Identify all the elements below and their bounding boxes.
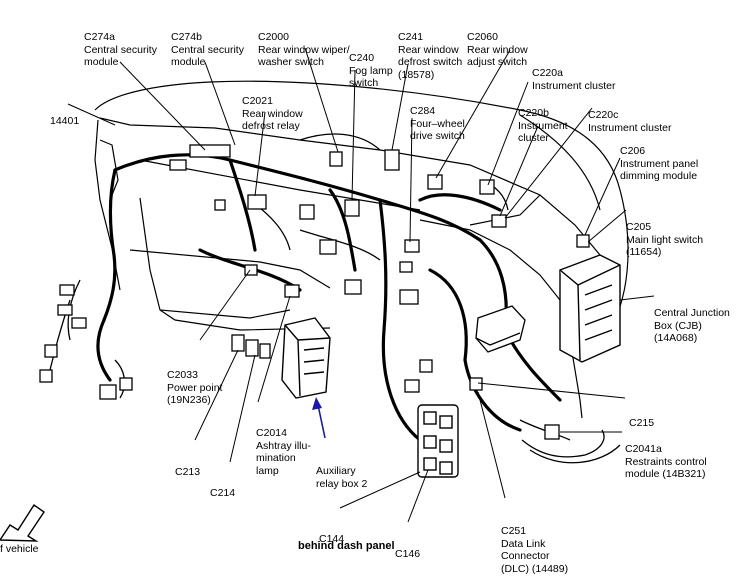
- leader-c220a: [487, 81, 529, 186]
- wiring-harness-thin: [49, 179, 621, 464]
- leader-c2000: [304, 47, 339, 153]
- leader-c213: [194, 349, 239, 441]
- leader-cjb: [619, 295, 655, 301]
- leader-c2033: [199, 269, 251, 341]
- leader-14401: [67, 103, 116, 126]
- connector-bank-c144-c146: [417, 404, 459, 478]
- leader-c206: [584, 157, 621, 236]
- leader-c241: [391, 63, 409, 151]
- auxiliary-relay-box: [281, 317, 331, 399]
- leader-c251: [477, 391, 506, 499]
- leader-c214: [229, 354, 256, 463]
- leader-c240: [351, 69, 356, 201]
- label-c146: C146: [395, 548, 421, 560]
- front-of-vehicle-label: f vehicle: [0, 543, 39, 555]
- leader-c274b: [204, 61, 236, 146]
- leader-c284: [409, 117, 413, 243]
- leader-c2014: [257, 295, 291, 403]
- leader-c220c: [504, 107, 593, 219]
- label-c144: C144: [319, 533, 345, 545]
- leader-c220b: [499, 125, 539, 217]
- central-junction-box: [559, 254, 621, 363]
- wiring-harness: [96, 153, 562, 442]
- label-14401: 14401: [50, 115, 80, 127]
- label-c214: C214: [210, 487, 236, 499]
- label-c213: C213: [175, 466, 201, 478]
- leader-c2060: [435, 49, 511, 179]
- center-support-bracket: [475, 305, 526, 353]
- leader-c215: [477, 382, 626, 399]
- diagram-caption: behind dash panel: [298, 540, 395, 552]
- power-point-connectors: [231, 334, 271, 359]
- front-of-vehicle-arrow: [0, 504, 45, 542]
- leader-c146: [407, 469, 429, 523]
- connector-blocks: [39, 144, 590, 440]
- leader-c205: [587, 209, 627, 243]
- leader-c2021: [254, 111, 266, 197]
- blue-pointer-arrow: [312, 397, 326, 439]
- leader-c274a: [119, 61, 206, 151]
- leader-c144: [339, 471, 421, 509]
- leader-lines: [67, 47, 655, 523]
- label-c215: C215: [629, 417, 655, 429]
- wiring-diagram: [0, 47, 655, 542]
